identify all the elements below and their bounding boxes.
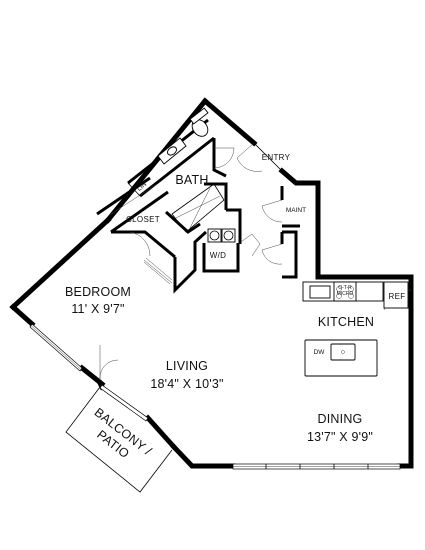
bedroom-door-swing: [129, 231, 151, 257]
wall-bath-bottom: [204, 182, 228, 210]
wall-closet-bottom: [110, 190, 169, 234]
doors: [99, 142, 412, 381]
label-dining-dim: 13'7" X 9'9": [307, 430, 373, 444]
fixtures: [107, 107, 409, 377]
window-balcony-door: [99, 384, 149, 422]
closet-shelf: [107, 183, 158, 217]
wall-bedroom-left: [9, 216, 112, 311]
balcony: [65, 386, 173, 493]
wall-bottom: [170, 443, 236, 469]
bath-door-swing: [213, 147, 235, 169]
label-maint: MAINT: [286, 207, 306, 214]
label-entry: ENTRY: [262, 153, 291, 162]
wall-wd: [202, 243, 240, 273]
wall-bedroom-right: [173, 230, 208, 294]
hall-closet-door-swing: [261, 243, 283, 265]
wall-top-right: [201, 97, 258, 147]
wall-bath-inner: [139, 136, 215, 198]
bathtub-icon: [171, 183, 225, 233]
kitchen-counter-sink-icon: [309, 285, 331, 299]
entry-opening: [253, 142, 283, 172]
maint-door-swing: [261, 199, 283, 223]
closet-sliding-door: [143, 257, 173, 285]
label-living: LIVING: [166, 359, 208, 373]
balcony-outline: [65, 386, 173, 493]
island-sink-icon: [330, 343, 356, 361]
label-bedroom-dim: 11' X 9'7": [71, 302, 124, 316]
label-micro: MICRO: [337, 291, 354, 297]
wall-living-diag: [144, 414, 178, 451]
wall-bath-right: [212, 138, 227, 178]
wall-hall-closet: [282, 230, 298, 279]
label-living-dim: 18'4" X 10'3": [150, 377, 223, 391]
label-otr: O-T-R: [338, 285, 352, 291]
wall-closet-top: [96, 176, 151, 216]
label-dw: DW: [314, 349, 326, 356]
toilet-tank-icon: [189, 107, 209, 125]
wd-door: [237, 233, 261, 257]
wall-linen: [164, 210, 201, 234]
label-kitchen: KITCHEN: [318, 315, 374, 329]
label-closet: CLOSET: [126, 215, 160, 224]
label-bedroom: BEDROOM: [65, 285, 131, 299]
living-door-swing: [99, 345, 119, 381]
bathtub-x: [175, 187, 221, 229]
wall-wd-top: [226, 208, 242, 244]
windows: [29, 323, 401, 470]
label-ref: REF: [389, 292, 406, 301]
entry-door-swing: [236, 142, 263, 172]
room-labels: ENTRY BATH CLOSET LIN MAINT W/D BEDROOM …: [65, 153, 406, 461]
sink-icon: [167, 146, 177, 156]
label-dining: DINING: [318, 412, 363, 426]
interior-walls: [96, 118, 300, 294]
wall-left-bottom-a: [9, 303, 36, 328]
label-wd: W/D: [210, 251, 226, 260]
lin-closet: [127, 182, 141, 197]
refrigerator-icon: [383, 281, 409, 309]
label-bath: BATH: [175, 173, 208, 187]
wall-kitchen-right: [315, 274, 414, 469]
wall-bedroom-closet: [111, 230, 176, 259]
wall-entry-right: [278, 167, 321, 280]
